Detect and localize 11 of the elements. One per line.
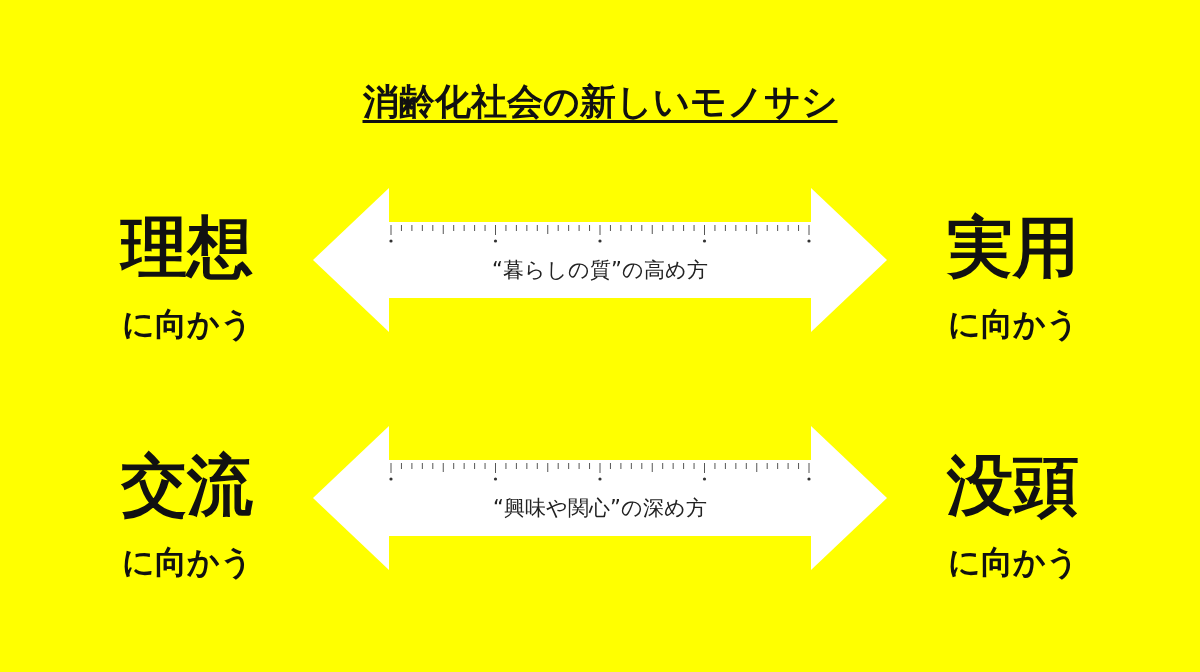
heading-text: 没頭 [945,446,1080,526]
double-arrow [313,426,887,570]
heading-text: 理想 [118,208,254,288]
subheading-text: に向かう [120,304,254,345]
heading-text: 交流 [120,446,254,526]
subheading-text: に向かう [946,542,1080,583]
subheading-text: に向かう [946,304,1080,345]
subheading-text: に向かう [120,542,254,583]
double-arrow [313,188,887,332]
title: 消齢化社会の新しいモノサシ [362,81,838,122]
heading-text: 実用 [946,208,1080,288]
